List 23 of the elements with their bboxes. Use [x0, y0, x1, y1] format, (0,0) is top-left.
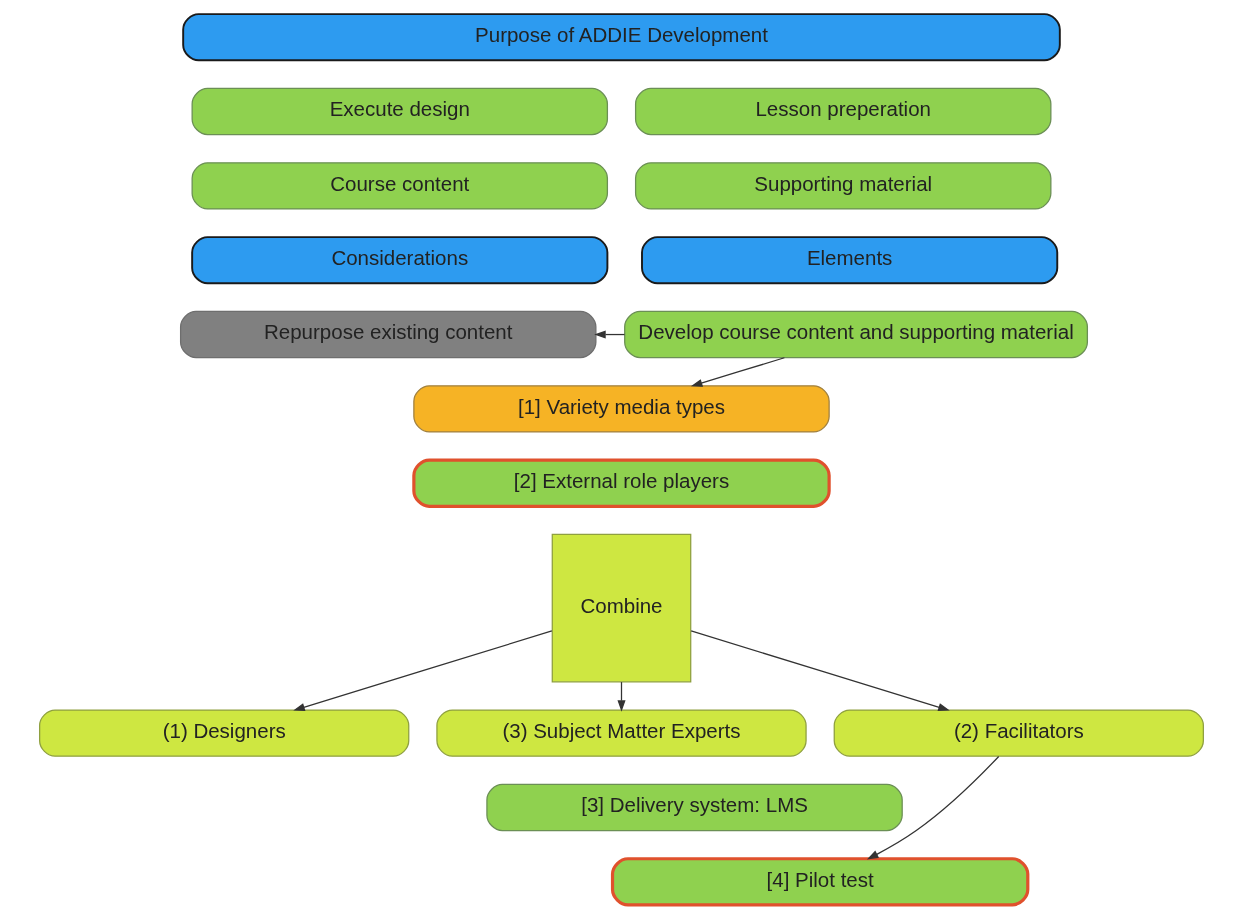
- arrow: [594, 330, 626, 339]
- arrow: [866, 755, 1000, 859]
- node-box: Execute design: [191, 87, 609, 135]
- node-box: Considerations: [191, 235, 609, 284]
- node-box: [1] Variety media types: [413, 384, 830, 433]
- node-box: [4] Pilot test: [610, 856, 1030, 906]
- arrow: [690, 356, 786, 387]
- node-box: [2] External role players: [412, 458, 831, 508]
- node-box: (1) Designers: [39, 708, 410, 757]
- arrow: [617, 680, 626, 712]
- node-box: (3) Subject Matter Experts: [436, 708, 807, 757]
- arrow: [293, 629, 553, 711]
- node-box: [3] Delivery system: LMS: [486, 783, 903, 831]
- arrow: [690, 629, 950, 711]
- node-box: Supporting material: [634, 161, 1052, 210]
- node-box: Develop course content and supporting material: [624, 310, 1089, 358]
- node-box: Repurpose existing content: [179, 310, 597, 358]
- node-box: Purpose of ADDIE Development: [182, 12, 1061, 61]
- node-box: Lesson preperation: [634, 87, 1052, 135]
- node-box: Course content: [191, 161, 609, 210]
- node-box: Combine: [551, 533, 692, 682]
- node-box: (2) Facilitators: [833, 708, 1204, 757]
- node-box: Elements: [641, 235, 1059, 284]
